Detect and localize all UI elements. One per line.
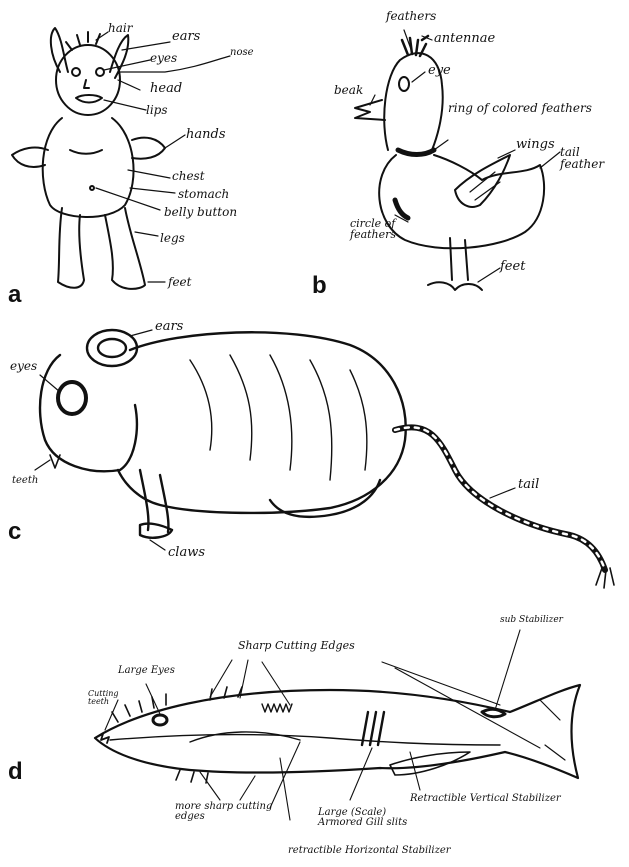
- label-eyes: eyes: [150, 52, 177, 64]
- dorsal-spikes: [112, 687, 242, 722]
- label-large-gill: Large (Scale) Armored Gill slits: [318, 808, 410, 828]
- label-tail-feather: tail feather: [560, 146, 622, 170]
- fur-strokes: [190, 355, 367, 480]
- label-eye: eye: [428, 64, 451, 77]
- label-claws: claws: [168, 546, 205, 559]
- label-antennae: antennae: [434, 32, 495, 45]
- label-retractible-vertical: Retractible Vertical Stabilizer: [410, 794, 561, 804]
- navel-mark: [90, 186, 94, 190]
- body-outline: [43, 118, 134, 217]
- rodent-tail-rings: [395, 427, 605, 570]
- label-ring: ring of colored feathers: [448, 102, 592, 114]
- right-eye: [96, 68, 104, 76]
- nose-mark: [84, 80, 89, 88]
- left-leg: [58, 208, 84, 288]
- cutting-edge-teeth: [262, 704, 292, 712]
- label-sub-stabilizer: sub Stabilizer: [500, 616, 563, 625]
- bird-feet: [428, 282, 482, 290]
- head-outline: [56, 45, 120, 115]
- feather-circle-mark: [395, 200, 408, 218]
- panel-b-letter: b: [312, 272, 327, 300]
- label-feet-b: feet: [500, 260, 525, 273]
- label-sharp-cutting-edges: Sharp Cutting Edges: [238, 640, 355, 651]
- label-stomach: stomach: [178, 188, 229, 200]
- label-nose: nose: [230, 48, 254, 58]
- creature-drawing: [12, 28, 230, 289]
- rodent-ear-inner: [98, 339, 126, 357]
- hair-strokes: [66, 32, 100, 50]
- collar-ring: [398, 150, 434, 155]
- label-teeth: teeth: [12, 476, 38, 486]
- label-legs: legs: [160, 232, 185, 244]
- sub-stabilizer: [482, 709, 505, 717]
- label-hair: hair: [108, 22, 132, 34]
- fish-midline: [110, 735, 500, 745]
- left-eye: [72, 68, 80, 76]
- label-head: head: [150, 82, 182, 95]
- right-leg: [105, 208, 145, 289]
- fish-fin-inner: [190, 732, 300, 742]
- bird-eye: [399, 77, 409, 91]
- right-hand: [132, 138, 165, 159]
- panel-a-letter: a: [8, 281, 21, 309]
- panel-c-letter: c: [8, 518, 21, 546]
- label-retractible-horizontal: retractible Horizontal Stabilizer: [288, 846, 451, 856]
- rodent-head: [40, 355, 137, 471]
- label-cutting-teeth: Cutting teeth: [88, 690, 128, 706]
- rodent-ear: [87, 330, 137, 366]
- horizontal-stabilizer: [390, 752, 470, 775]
- label-beak: beak: [334, 84, 363, 96]
- label-large-eyes: Large Eyes: [118, 666, 175, 676]
- fish-eye: [153, 715, 167, 725]
- label-ears-c: ears: [155, 320, 183, 333]
- label-feathers: feathers: [386, 10, 436, 22]
- label-tail: tail: [518, 478, 539, 491]
- bird-legs: [450, 238, 468, 280]
- beak-mark: [355, 100, 385, 120]
- fish-drawing: [95, 630, 580, 820]
- label-circle-feathers: circle of feathers: [350, 218, 406, 240]
- label-chest: chest: [172, 170, 205, 182]
- lips-mark: [76, 95, 102, 103]
- label-hands: hands: [186, 128, 226, 141]
- fish-body: [95, 685, 580, 778]
- label-feet-a: feet: [168, 276, 191, 288]
- label-lips: lips: [146, 104, 168, 116]
- label-wings: wings: [516, 138, 555, 151]
- rodent-eye: [58, 382, 86, 414]
- label-more-sharp: more sharp cutting edges: [175, 802, 275, 822]
- label-belly-button: belly button: [164, 206, 237, 218]
- rodent-drawing: [35, 330, 614, 588]
- panel-d-letter: d: [8, 758, 23, 786]
- rodent-teeth: [50, 455, 60, 468]
- label-ears: ears: [172, 30, 200, 43]
- label-eyes-c: eyes: [10, 360, 37, 372]
- tail-marks: [540, 700, 565, 760]
- chest-line: [70, 150, 102, 154]
- bird-drawing: [355, 30, 560, 290]
- rodent-tail: [395, 427, 605, 570]
- bird-wing: [455, 155, 510, 207]
